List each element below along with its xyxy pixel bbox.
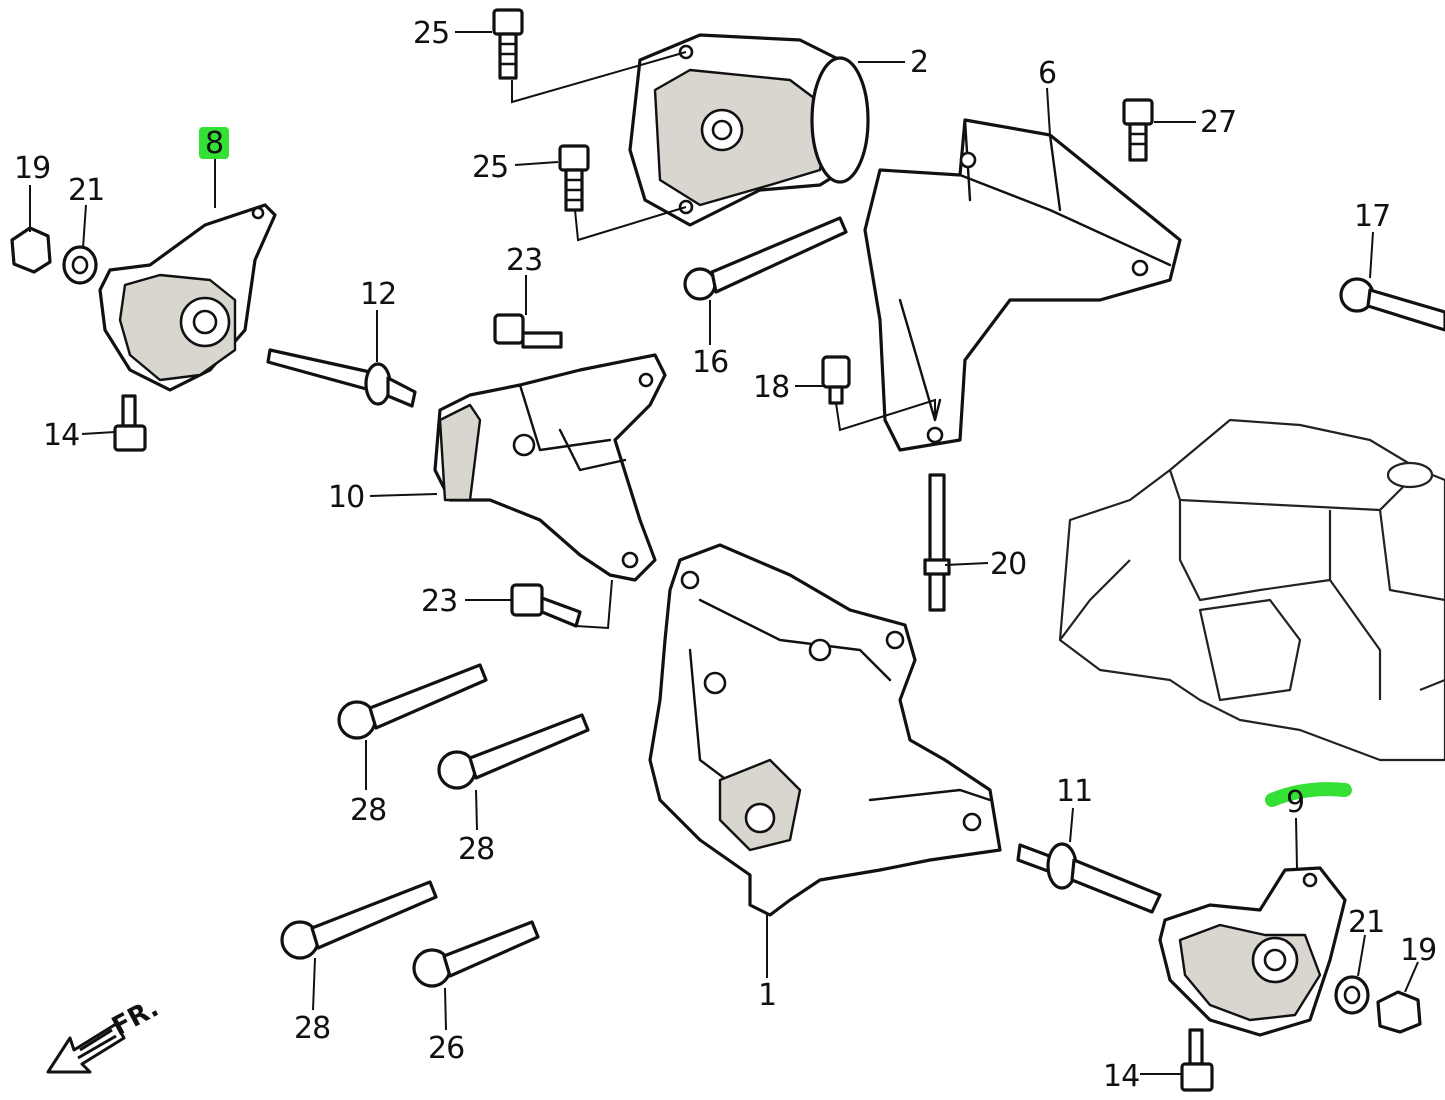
callout-21-left: 21	[68, 173, 104, 208]
bolt-27	[1122, 98, 1154, 162]
bolt-26	[412, 920, 540, 988]
fasteners	[10, 8, 1445, 1092]
callout-28-b: 28	[458, 832, 494, 867]
bolt-28-a	[337, 663, 488, 740]
part-9-right-mount	[1158, 866, 1347, 1037]
part-2-upper-mount	[628, 33, 870, 227]
bolt-28-b	[437, 713, 590, 790]
callout-17: 17	[1354, 199, 1390, 234]
callout-25-mid: 25	[472, 150, 508, 185]
callout-26: 26	[428, 1031, 464, 1066]
highlight-8	[199, 127, 229, 159]
front-direction-marker: FR.	[46, 993, 164, 1074]
bolt-11	[1016, 842, 1162, 914]
bolt-28-c	[280, 880, 438, 960]
callout-11: 11	[1056, 774, 1092, 809]
part-6-bracket	[863, 118, 1182, 452]
nut-19-left	[10, 226, 52, 274]
highlight-9	[1265, 782, 1352, 807]
callout-10: 10	[328, 480, 364, 515]
callout-14-left: 14	[43, 418, 79, 453]
stud-20	[923, 473, 951, 612]
callout-2: 2	[910, 45, 928, 80]
bolt-14-right	[1180, 1028, 1214, 1092]
callout-12: 12	[360, 277, 396, 312]
callout-28-c: 28	[294, 1011, 330, 1046]
callout-23-lower: 23	[421, 584, 457, 619]
callout-8: 8	[205, 126, 223, 161]
callout-1: 1	[758, 978, 776, 1013]
callout-28-a: 28	[350, 793, 386, 828]
callout-19-left: 19	[14, 151, 50, 186]
part-8-left-mount	[98, 203, 277, 392]
bolt-23-lower	[510, 583, 582, 628]
bolt-12	[266, 348, 417, 408]
bolt-18	[821, 355, 851, 405]
bolt-17	[1339, 277, 1445, 332]
callout-23-upper: 23	[506, 243, 542, 278]
callout-19-right: 19	[1400, 933, 1436, 968]
leader-lines	[29, 31, 1419, 1075]
callout-labels: 25 2 6 27 19 8 21 25 23 17 12 16 18 14 1…	[14, 16, 1437, 1094]
callout-9: 9	[1286, 785, 1304, 820]
engine-block	[1058, 418, 1445, 762]
bolt-16	[683, 216, 848, 301]
bolt-14-left	[113, 394, 147, 452]
part-1-main-bracket	[648, 543, 1002, 917]
bolt-25-top	[492, 8, 524, 80]
callout-27: 27	[1200, 105, 1236, 140]
callout-14-right: 14	[1103, 1059, 1139, 1094]
callout-20: 20	[990, 547, 1026, 582]
bolt-23-upper	[493, 313, 563, 349]
callout-16: 16	[692, 345, 728, 380]
callout-6: 6	[1038, 56, 1056, 91]
callout-25-top: 25	[413, 16, 449, 51]
bolt-25-mid	[558, 144, 590, 212]
callout-21-right: 21	[1348, 905, 1384, 940]
nut-19-right	[1376, 990, 1422, 1034]
callout-18: 18	[753, 370, 789, 405]
part-10-bracket	[433, 353, 667, 582]
